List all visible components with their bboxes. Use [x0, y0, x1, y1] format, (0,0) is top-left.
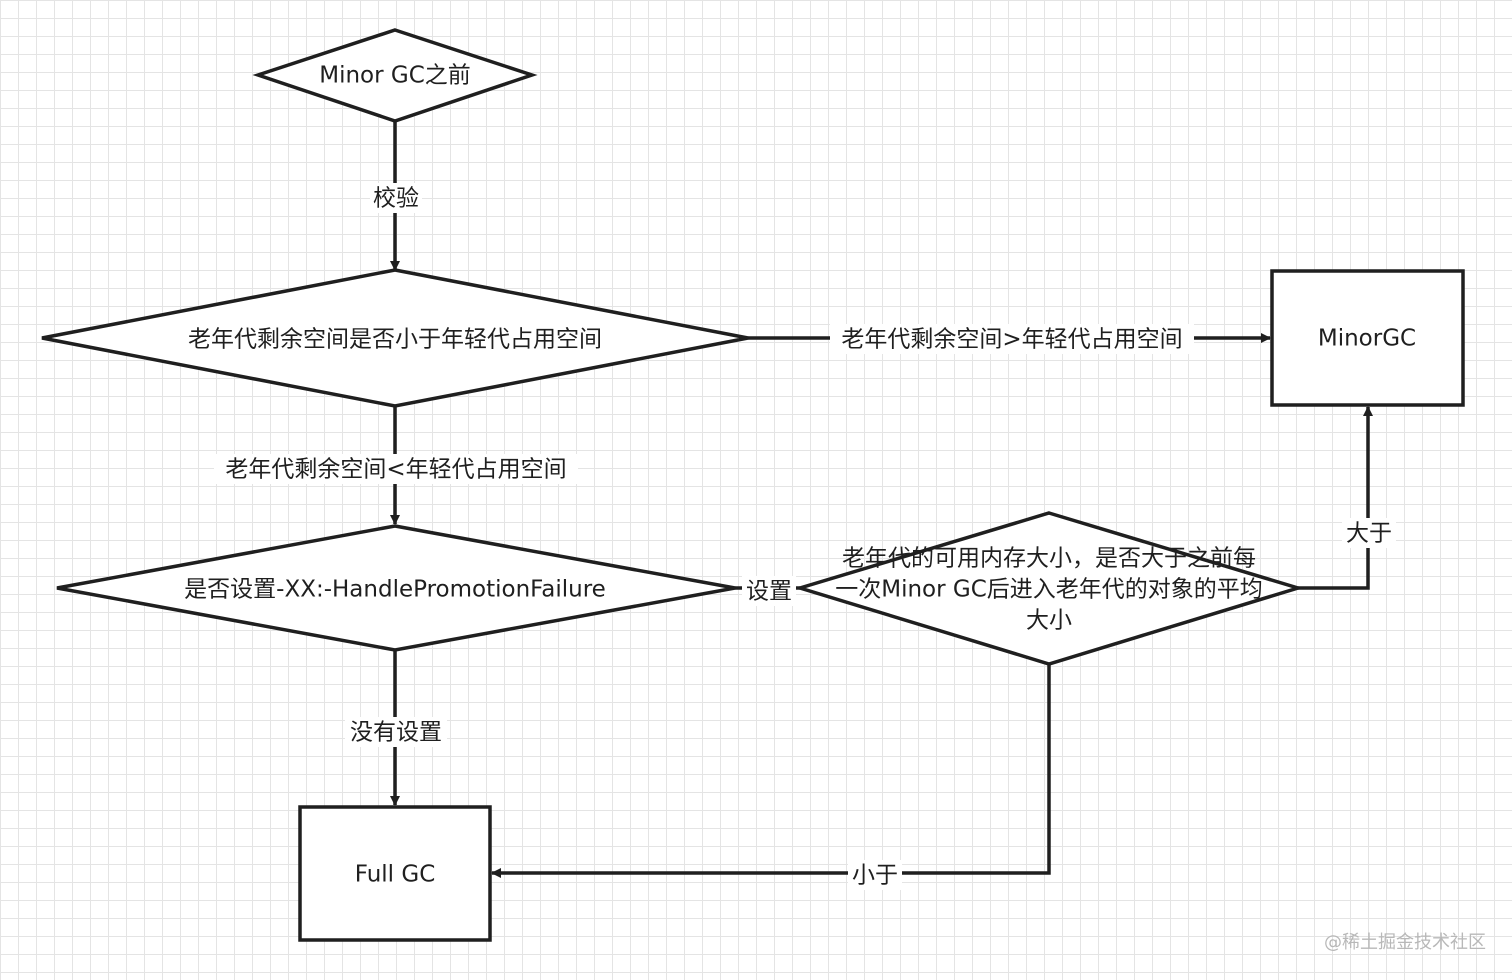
edge-label-set: 设置: [742, 576, 796, 606]
edge-label-old-space-less: 老年代剩余空间<年轻代占用空间: [214, 454, 578, 484]
edge-label-bg: [345, 717, 447, 747]
edge-label-text: 老年代剩余空间>年轻代占用空间: [841, 327, 1182, 353]
check-handle-promotion-diamond-shape: [56, 524, 736, 652]
edge-label-text: 设置: [746, 579, 792, 605]
full-gc-box-shape: [298, 805, 492, 942]
edge-label-bg: [742, 576, 796, 606]
start-diamond-shape: [252, 28, 538, 123]
edges: [390, 121, 1373, 878]
edge-label-bg: [1342, 518, 1396, 548]
edge-less: [491, 664, 1051, 878]
edge-label-text: 大于: [1346, 521, 1392, 547]
edge-greater: [1298, 406, 1373, 590]
edge-label-greater: 大于: [1342, 518, 1396, 548]
minor-gc-box-shape: [1270, 269, 1465, 407]
edge-label-bg: [370, 183, 422, 213]
edge-label-text: 小于: [852, 863, 898, 889]
watermark-text: @稀土掘金技术社区: [1324, 932, 1486, 953]
node-check-old-space: 老年代剩余空间是否小于年轻代占用空间: [41, 268, 749, 408]
edge-label-bg: [214, 454, 578, 484]
node-check-avg-size: 老年代的可用内存大小，是否大于之前每 一次Minor GC后进入老年代的对象的平…: [793, 511, 1305, 666]
full-gc-label: Full GC: [355, 862, 436, 888]
edge-label-less: 小于: [848, 860, 902, 890]
check-old-space-diamond-shape: [41, 268, 749, 408]
edge-label-text: 校验: [373, 186, 419, 212]
minor-gc-label: MinorGC: [1318, 326, 1416, 352]
node-full-gc: Full GC: [298, 805, 492, 942]
node-check-handle-promotion: 是否设置-XX:-HandlePromotionFailure: [56, 524, 736, 652]
check-avg-size-diamond-shape: [793, 511, 1305, 666]
edge-label-old-space-greater: 老年代剩余空间>年轻代占用空间: [830, 324, 1194, 354]
edge-label-text: 没有设置: [350, 720, 442, 746]
check-avg-size-label-line-3: 大小: [1026, 608, 1072, 634]
node-minor-gc: MinorGC: [1270, 269, 1465, 407]
edge-label-bg: [830, 324, 1194, 354]
node-start: Minor GC之前: [252, 28, 538, 123]
check-old-space-label: 老年代剩余空间是否小于年轻代占用空间: [188, 327, 602, 353]
check-avg-size-label-line-1: 老年代的可用内存大小，是否大于之前每: [842, 546, 1256, 572]
edge-label-not-set: 没有设置: [345, 717, 447, 747]
edge-label-bg: [848, 860, 902, 890]
check-handle-promotion-label: 是否设置-XX:-HandlePromotionFailure: [184, 577, 606, 603]
edge-label-start-to-check: 校验: [370, 183, 422, 213]
check-avg-size-label-line-2: 一次Minor GC后进入老年代的对象的平均: [835, 577, 1263, 603]
edge-label-text: 老年代剩余空间<年轻代占用空间: [225, 457, 566, 483]
start-label: Minor GC之前: [319, 63, 471, 89]
